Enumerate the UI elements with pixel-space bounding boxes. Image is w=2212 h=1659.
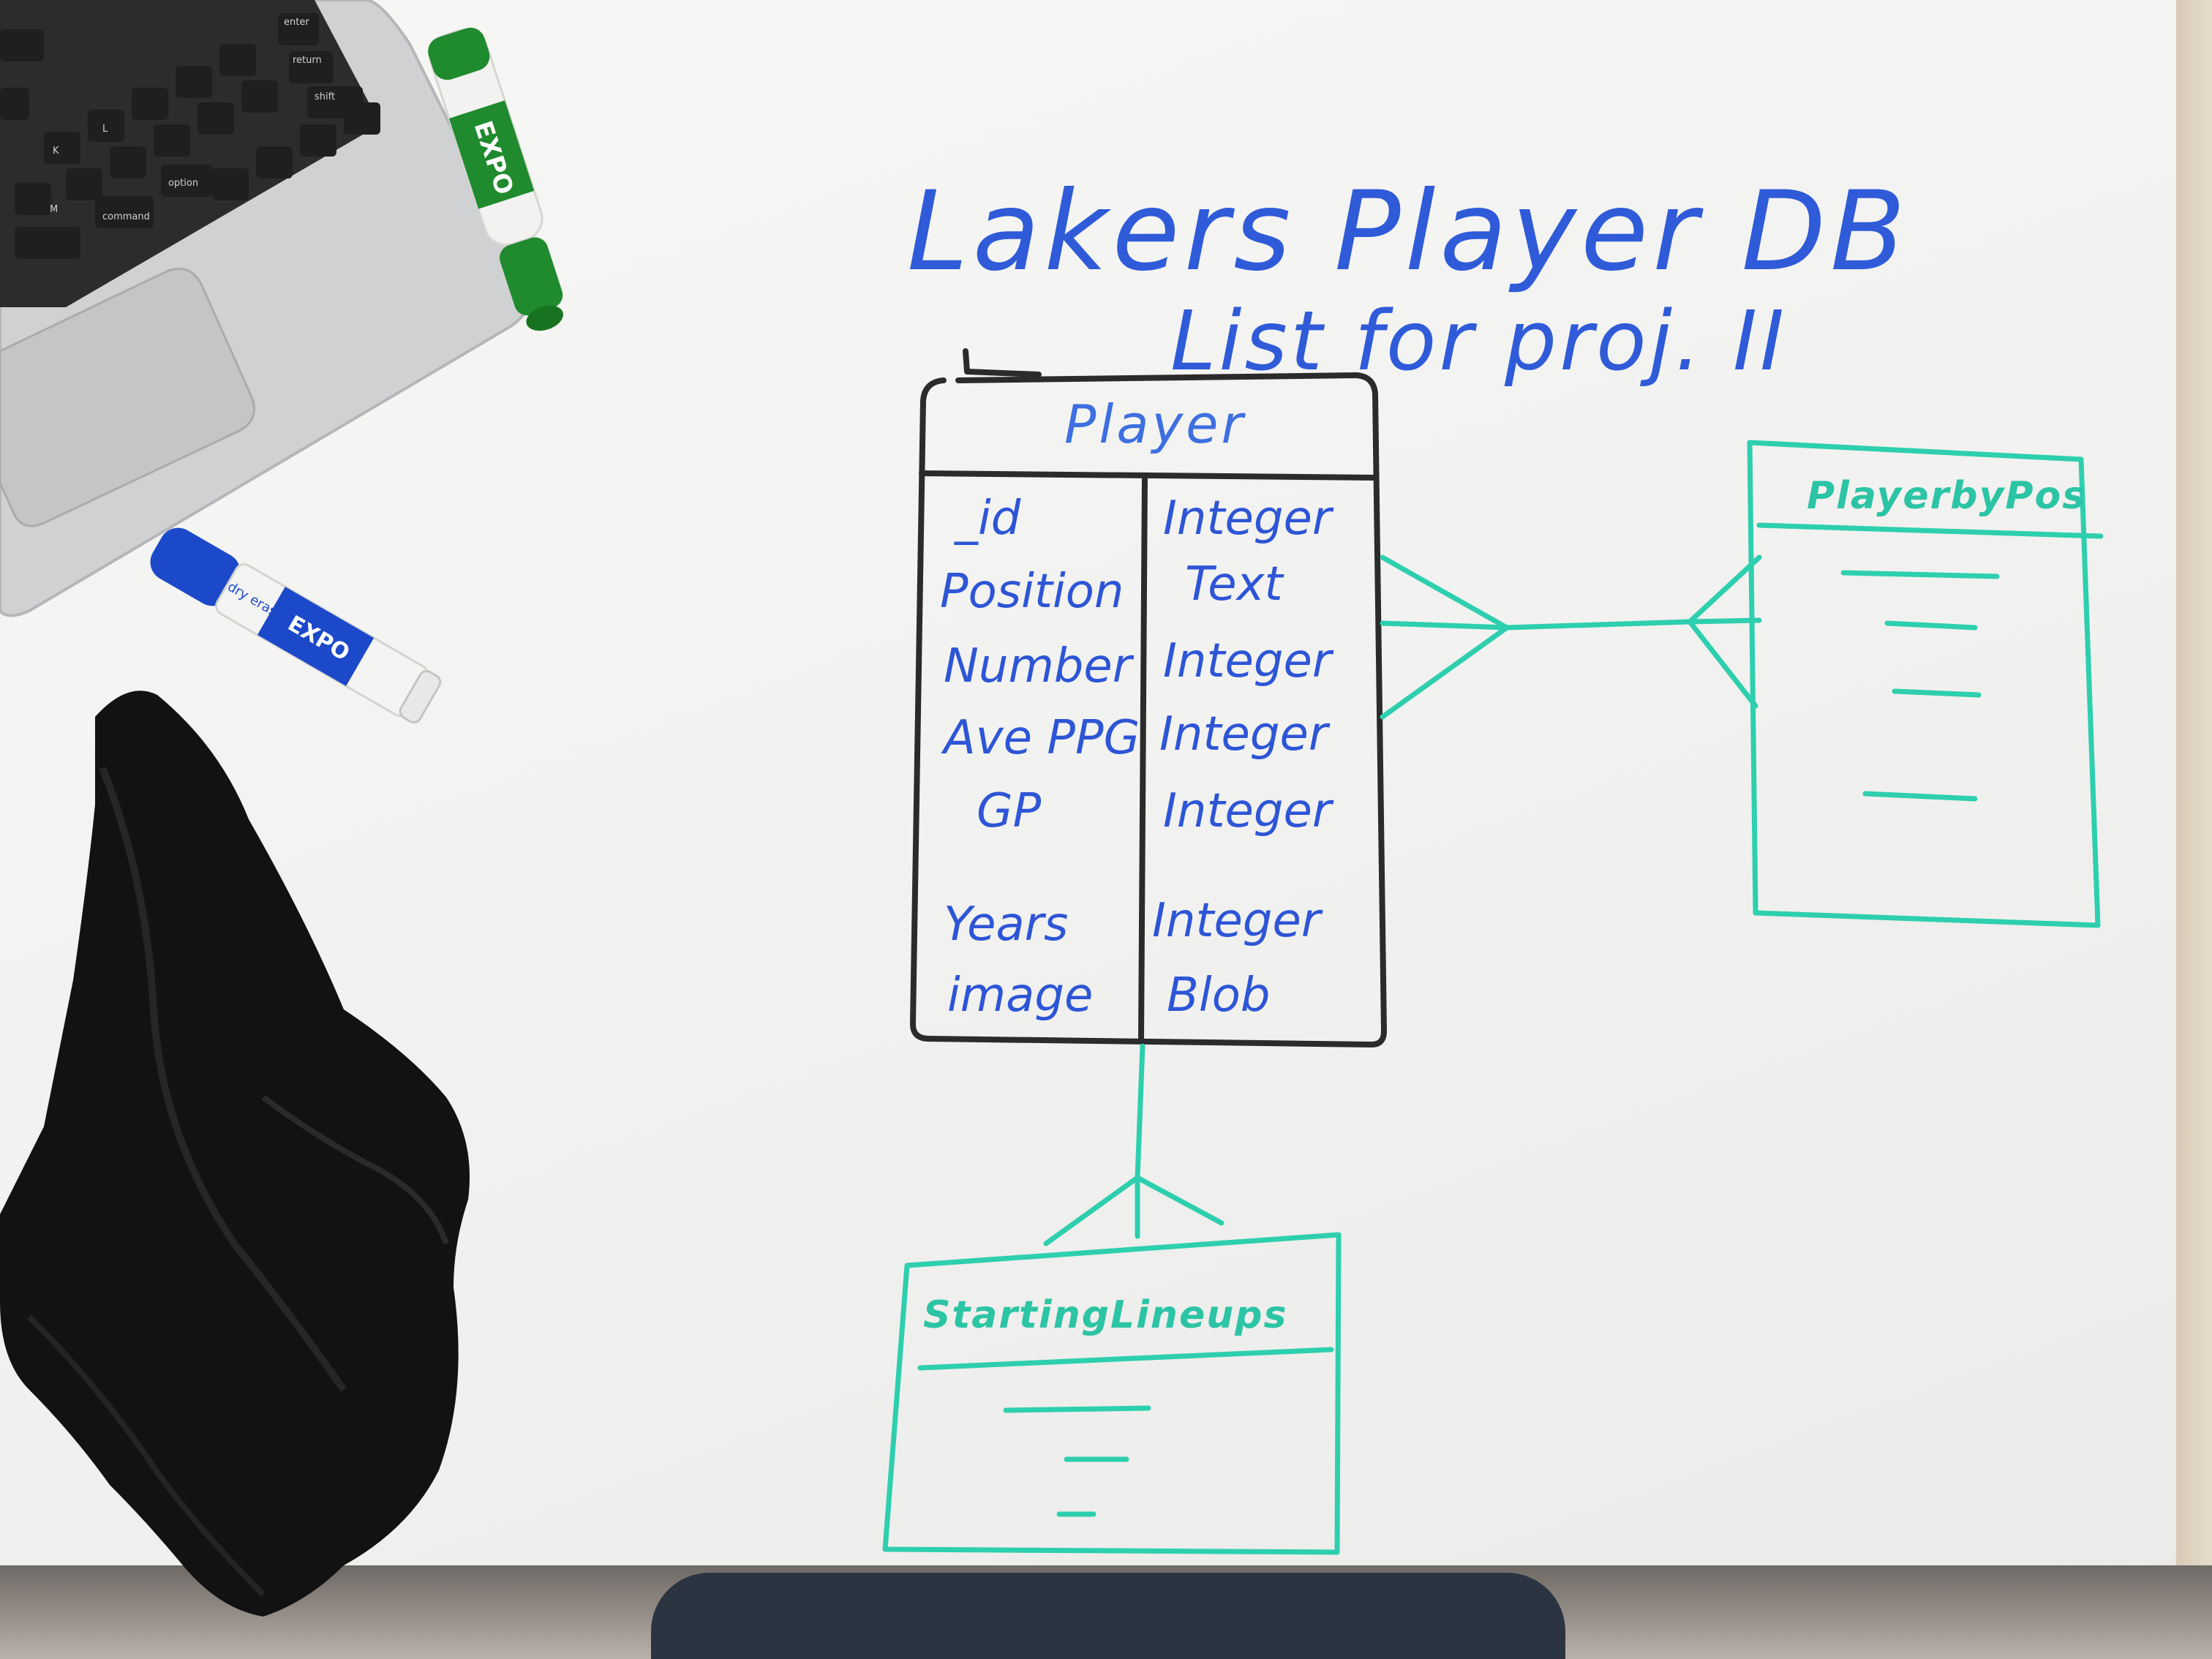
green-marker: EXPO xyxy=(428,27,563,331)
blue-marker: EXPO dry erase xyxy=(150,527,442,724)
player-type-number: Integer xyxy=(1163,634,1334,688)
player-type-ave-ppg: Integer xyxy=(1159,707,1331,761)
svg-text:option: option xyxy=(168,178,198,189)
floor-edge xyxy=(2176,0,2212,1659)
player-type-id: Integer xyxy=(1163,492,1334,546)
player-field-position: Position xyxy=(940,565,1124,619)
player-type-position: Text xyxy=(1185,557,1284,612)
svg-text:K: K xyxy=(53,146,59,157)
person-legs xyxy=(651,1573,1565,1659)
player-field-id: _id xyxy=(954,492,1021,546)
svg-text:enter: enter xyxy=(284,17,309,28)
relation-player-startinglineups xyxy=(1043,1043,1224,1246)
player-field-gp: GP xyxy=(977,784,1042,838)
player-table-title: Player xyxy=(1064,394,1246,455)
cleaning-cloth xyxy=(0,691,470,1617)
startinglineups-title: StartingLineups xyxy=(923,1293,1287,1337)
player-type-gp: Integer xyxy=(1163,784,1334,838)
diagram-title: Lakers Player DB xyxy=(907,168,1910,296)
player-field-ave-ppg: Ave PPG xyxy=(941,711,1140,765)
player-field-years: Years xyxy=(944,898,1068,952)
svg-text:M: M xyxy=(50,204,58,215)
player-field-image: image xyxy=(947,968,1093,1023)
svg-text:L: L xyxy=(102,124,108,135)
diagram-subtitle: List for proj. II xyxy=(1170,294,1787,389)
player-type-image: Blob xyxy=(1167,968,1270,1023)
player-type-years: Integer xyxy=(1152,894,1323,948)
svg-text:shift: shift xyxy=(315,91,335,102)
relation-player-playerbypos xyxy=(1380,554,1762,720)
playerbypos-title: PlayerbyPos xyxy=(1807,474,2086,518)
player-table: Player _id Integer Position Text Number … xyxy=(910,348,1387,1047)
trackpad xyxy=(0,267,255,527)
svg-text:return: return xyxy=(293,55,322,66)
player-field-number: Number xyxy=(944,639,1135,693)
startinglineups-table: StartingLineups xyxy=(882,1232,1342,1555)
keyboard: enter return shift option command K L M xyxy=(0,13,380,259)
svg-text:command: command xyxy=(102,211,150,222)
playerbypos-table: PlayerbyPos xyxy=(1747,440,2104,928)
